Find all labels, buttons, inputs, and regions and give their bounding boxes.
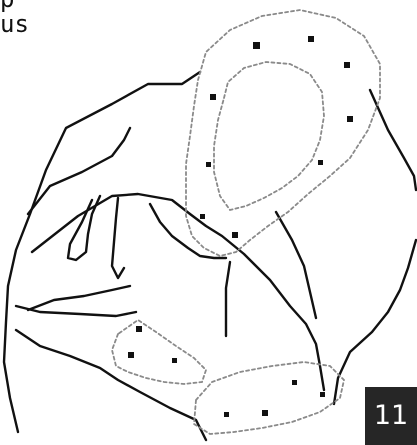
dot-mark [200, 214, 205, 219]
dot-mark [224, 412, 229, 417]
dot-mark [308, 36, 314, 42]
dot-mark [206, 162, 211, 167]
dot-mark [262, 410, 268, 416]
finger-joint-line [226, 262, 230, 336]
dot-mark [253, 42, 260, 49]
crease-mid [112, 198, 124, 278]
wrist-right [276, 212, 316, 318]
dot-mark [347, 116, 353, 122]
right-edge-lower [334, 240, 416, 404]
dot-mark [136, 326, 142, 332]
lower-finger-bottom [16, 330, 206, 440]
dot-mark [292, 380, 297, 385]
dot-mark [318, 160, 323, 165]
dot-mark [344, 62, 350, 68]
wrist-line [28, 286, 130, 310]
highlight-inner-region [214, 62, 324, 210]
dot-mark [232, 232, 238, 238]
crease-left [68, 196, 100, 260]
highlighted-regions [112, 10, 380, 434]
page-number-badge: 11 [365, 387, 417, 445]
inner-finger-contour [28, 128, 130, 214]
highlight-outer-region [186, 10, 380, 256]
dot-mark [320, 392, 325, 397]
dot-mark [172, 358, 177, 363]
palm-ridge [32, 194, 324, 390]
dot-mark [128, 352, 134, 358]
highlight-finger-region [112, 320, 206, 384]
text-fragment-line-2: us [0, 12, 29, 36]
dot-mark [210, 94, 216, 100]
